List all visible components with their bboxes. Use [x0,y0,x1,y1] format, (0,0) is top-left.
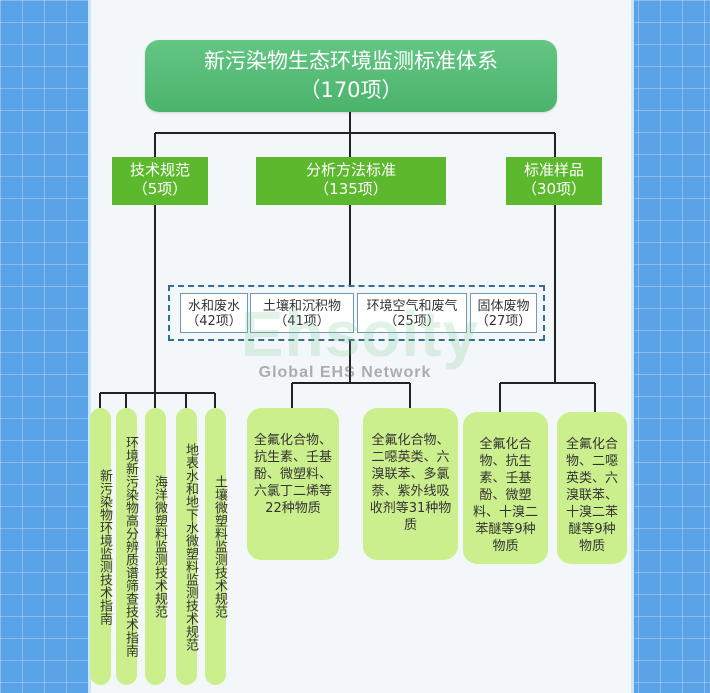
tech-spec-item: 新污染物环境监测技术指南 [90,408,112,685]
media-soil: 土壤和沉积物 （41项） [250,293,354,333]
tech-spec-item: 地表水和地下水微塑料监测技术规范 [176,408,198,685]
root-count: （170项） [299,78,403,102]
watermark-tagline: Global EHS Network [258,364,432,381]
media-count: （25项） [384,314,440,329]
media-label: 水和废水 [187,299,240,314]
method-substances-box: 全氟化合物、抗生素、壬基酚、微塑料、六氯丁二烯等22种物质 [247,408,339,560]
method-substances-box: 全氟化合物、二噁英类、六溴联苯、多氯萘、紫外线吸收剂等31种物质 [363,408,458,560]
media-label: 固体废物 [477,299,530,314]
media-water: 水和废水 （42项） [180,293,248,333]
category-standard-samples: 标准样品 （30项） [506,157,602,205]
category-count: （30项） [521,180,587,198]
category-label: 技术规范 [129,161,190,179]
sample-substances-box: 全氟化合物、抗生素、壬基酚、微塑料、十溴二苯醚等9种物质 [463,412,548,564]
media-label: 环境空气和废气 [366,299,458,314]
media-solid-waste: 固体废物 （27项） [470,293,537,333]
media-count: （27项） [475,314,532,329]
category-label: 标准样品 [523,161,584,179]
sample-substances-box: 全氟化合物、二噁英类、六溴联苯、十溴二苯醚等9种物质 [557,412,627,564]
root-node: 新污染物生态环境监测标准体系 （170项） [145,40,557,112]
category-count: （5项） [132,180,188,198]
category-label: 分析方法标准 [305,161,396,179]
tech-spec-item: 土壤微塑料监测技术规范 [205,408,227,685]
category-count: （135项） [314,180,388,198]
media-air: 环境空气和废气 （25项） [357,293,467,333]
tech-spec-item: 环境新污染物高分辨质谱筛查技术指南 [116,408,138,685]
watermark-brand: Ehsoity [240,298,480,370]
tech-spec-item: 海洋微塑料监测技术规范 [145,408,167,685]
media-count: （41项） [274,314,330,329]
media-count: （42项） [186,314,242,329]
category-analysis-methods: 分析方法标准 （135项） [256,157,446,205]
media-label: 土壤和沉积物 [262,299,341,314]
category-tech-specs: 技术规范 （5项） [112,157,208,205]
media-group-border [168,285,545,341]
root-title: 新污染物生态环境监测标准体系 [204,49,498,73]
